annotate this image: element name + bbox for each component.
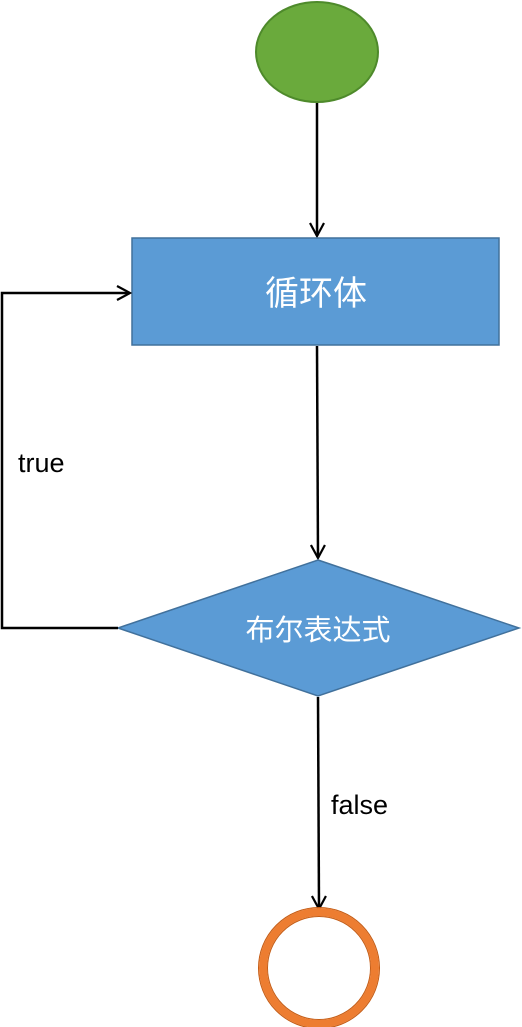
- end-node-outline: [258, 907, 380, 1027]
- edge-body-to-condition: [317, 345, 318, 558]
- loop-body-label: 循环体: [265, 274, 367, 314]
- end-node: [259, 908, 379, 1027]
- start-node: [255, 1, 379, 103]
- true-edge-label: true: [18, 448, 65, 478]
- loop-body-box: [131, 237, 500, 346]
- edge-true-loop-back: [0, 293, 130, 630]
- false-edge-label: false: [331, 790, 388, 820]
- end-node-inner-outline: [267, 916, 371, 1020]
- condition-label: 布尔表达式: [245, 613, 390, 647]
- condition-diamond: [115, 559, 522, 697]
- edge-false-to-end: [318, 696, 319, 909]
